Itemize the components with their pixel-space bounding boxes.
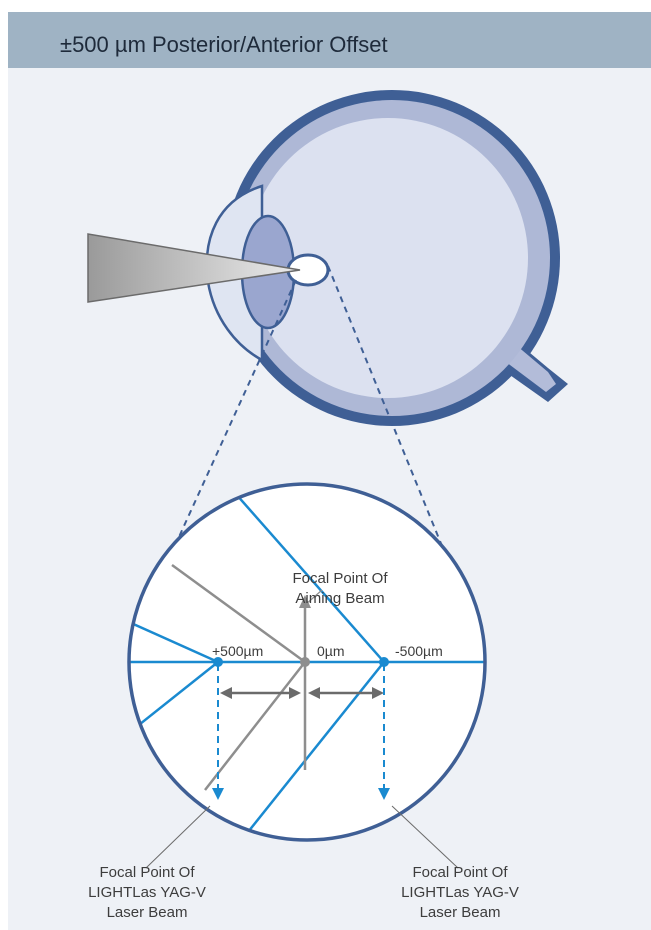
left-label-line2: LIGHTLas YAG-V [88,884,206,901]
focal-dot-minus [379,657,389,667]
offset-label-zero: 0µm [317,643,345,659]
right-label-line1: Focal Point Of [412,864,508,881]
right-label-line3: Laser Beam [420,904,501,921]
laser-beam-cone [87,233,301,303]
left-label-line1: Focal Point Of [99,864,195,881]
focal-dot-zero [300,657,310,667]
offset-label-plus: +500µm [212,643,263,659]
offset-arrow-left [220,687,301,699]
left-label-line3: Laser Beam [107,904,188,921]
eye-globe [248,118,528,398]
aiming-label-line2: Aiming Beam [295,590,384,607]
right-label-line2: LIGHTLas YAG-V [401,884,519,901]
offset-arrow-right [308,687,384,699]
header-bar: ±500 µm Posterior/Anterior Offset [8,12,651,68]
page-title: ±500 µm Posterior/Anterior Offset [60,32,388,57]
aiming-label-line1: Focal Point Of [292,570,388,587]
aiming-beam-line [171,563,306,664]
focal-dot-plus [213,657,223,667]
eye-illustration [205,90,568,426]
offset-label-minus: -500µm [395,643,443,659]
